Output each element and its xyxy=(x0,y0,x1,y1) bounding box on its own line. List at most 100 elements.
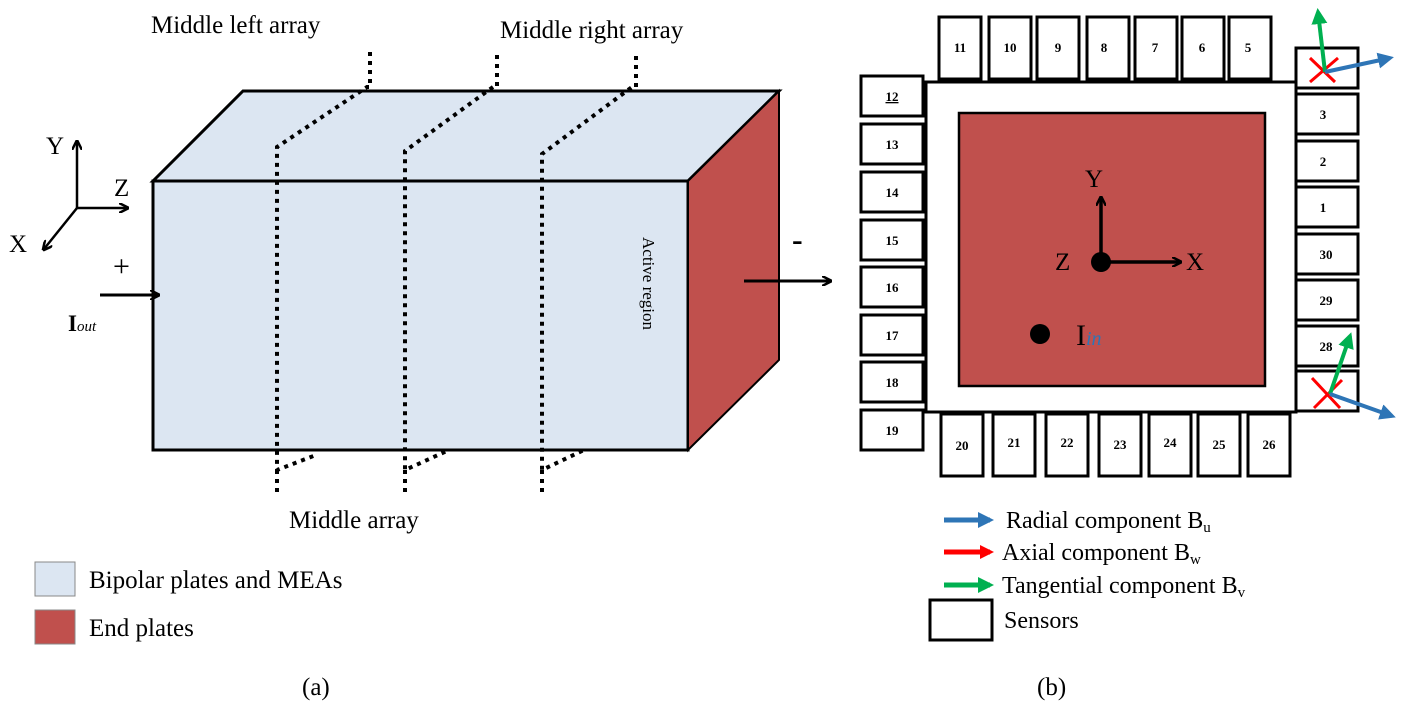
plus-sign: + xyxy=(113,250,130,283)
active-area xyxy=(957,111,1267,388)
legend-swatch-bipolar xyxy=(34,561,76,597)
legend-sensor-box xyxy=(928,598,994,642)
panel-b: 11 10 9 8 7 6 5 12 13 14 15 16 17 18 19 … xyxy=(859,8,1396,701)
sensor-label-21: 21 xyxy=(1008,435,1021,450)
sensor-10 xyxy=(987,15,1033,81)
axes-b xyxy=(1101,198,1180,262)
sensor-2 xyxy=(1294,139,1360,183)
sensor-label-14: 14 xyxy=(886,185,900,200)
sensor-label-3: 3 xyxy=(1320,107,1327,122)
sensor-label-10: 10 xyxy=(1004,40,1017,55)
middle-right-array-label: Middle right array xyxy=(500,17,684,44)
field-arrows-top-right xyxy=(1308,8,1394,84)
caption-b: (b) xyxy=(1037,674,1066,701)
sensor-18 xyxy=(859,360,925,404)
sensor-26 xyxy=(1246,412,1292,478)
sensor-12 xyxy=(859,74,925,118)
sensor-14 xyxy=(859,170,925,214)
field-arrows-bottom-right xyxy=(1310,332,1396,420)
sensor-17 xyxy=(859,313,925,357)
sensors-right xyxy=(1294,46,1360,413)
sensor-20 xyxy=(939,412,985,478)
sensor-label-7: 7 xyxy=(1152,40,1159,55)
active-region-label: Active region xyxy=(639,237,658,330)
sensor-29 xyxy=(1294,278,1360,322)
sensor-label-28: 28 xyxy=(1320,339,1334,354)
sensor-label-22: 22 xyxy=(1061,435,1074,450)
sensor-16 xyxy=(859,265,925,309)
sensor-label-20: 20 xyxy=(956,438,969,453)
caption-a: (a) xyxy=(302,674,330,701)
sensor-label-16: 16 xyxy=(886,280,900,295)
sensor-1 xyxy=(1294,185,1360,229)
legend-label-sensors: Sensors xyxy=(1004,608,1079,634)
sensor-11 xyxy=(937,15,983,81)
axis-z-dot xyxy=(1091,252,1111,272)
legend-label-end-plates: End plates xyxy=(89,615,194,642)
sensor-7 xyxy=(1133,15,1179,81)
axes-a xyxy=(44,142,127,249)
current-in-label: Iin xyxy=(1076,319,1102,352)
panel-a: Middle left array Middle right array Mid… xyxy=(9,12,830,701)
box-front-face xyxy=(151,179,690,452)
axis-x-label-b: X xyxy=(1186,249,1204,276)
sensor-3 xyxy=(1294,92,1360,136)
sensors-left xyxy=(859,74,925,452)
sensor-label-1: 1 xyxy=(1320,200,1327,215)
array-middle xyxy=(403,55,499,494)
legend-label-axial: Axial component Bw xyxy=(1002,540,1201,568)
sensor-label-2: 2 xyxy=(1320,154,1327,169)
sensor-label-6: 6 xyxy=(1199,40,1206,55)
box-end-plate-face xyxy=(687,88,780,453)
legend-label-tangential: Tangential component Bv xyxy=(1002,573,1246,601)
sensor-label-8: 8 xyxy=(1101,40,1108,55)
array-middle-right xyxy=(540,56,638,494)
sensor-label-13: 13 xyxy=(886,137,900,152)
sensor-label-30: 30 xyxy=(1320,247,1333,262)
sensor-label-29: 29 xyxy=(1320,293,1334,308)
axis-y-label-a: Y xyxy=(46,133,64,160)
sensor-25 xyxy=(1196,412,1242,478)
legend-swatch-end-plates xyxy=(34,609,76,645)
axis-y-label-b: Y xyxy=(1085,166,1103,193)
sensors-bottom xyxy=(939,412,1292,478)
sensor-13 xyxy=(859,122,925,166)
sensor-27 xyxy=(1294,369,1360,413)
legend-label-bipolar: Bipolar plates and MEAs xyxy=(89,567,342,594)
sensor-label-19: 19 xyxy=(886,423,900,438)
sensor-label-12: 12 xyxy=(886,89,899,104)
sensor-label-11: 11 xyxy=(954,40,966,55)
middle-array-label: Middle array xyxy=(289,507,419,534)
minus-sign: - xyxy=(792,221,803,257)
sensor-8 xyxy=(1085,15,1131,81)
sensor-label-26: 26 xyxy=(1263,437,1277,452)
box-top-face xyxy=(149,89,783,183)
sensor-21 xyxy=(991,412,1037,478)
sensor-6 xyxy=(1180,15,1226,81)
sensor-label-5: 5 xyxy=(1245,40,1252,55)
sensor-19 xyxy=(859,408,925,452)
current-in-dot xyxy=(1030,324,1050,344)
sensor-30 xyxy=(1294,232,1360,276)
middle-left-array-label: Middle left array xyxy=(151,12,321,39)
sensor-5 xyxy=(1227,15,1273,81)
sensor-15 xyxy=(859,218,925,262)
sensor-label-15: 15 xyxy=(886,233,900,248)
axis-z-label-a: Z xyxy=(114,175,129,202)
axis-z-label-b: Z xyxy=(1055,249,1070,276)
sensor-label-25: 25 xyxy=(1213,437,1227,452)
legend-label-radial: Radial component Bu xyxy=(1006,508,1211,536)
sensor-23 xyxy=(1097,412,1143,478)
sensor-label-9: 9 xyxy=(1055,40,1062,55)
sensor-24 xyxy=(1147,412,1193,478)
sensor-label-24: 24 xyxy=(1164,435,1178,450)
axis-x-label-a: X xyxy=(9,231,27,258)
sensor-label-23: 23 xyxy=(1114,437,1128,452)
sensor-label-17: 17 xyxy=(886,328,900,343)
current-out-label: Iout xyxy=(68,311,97,336)
sensors-top xyxy=(937,15,1273,81)
array-middle-left xyxy=(275,52,372,494)
sensor-label-18: 18 xyxy=(886,375,900,390)
